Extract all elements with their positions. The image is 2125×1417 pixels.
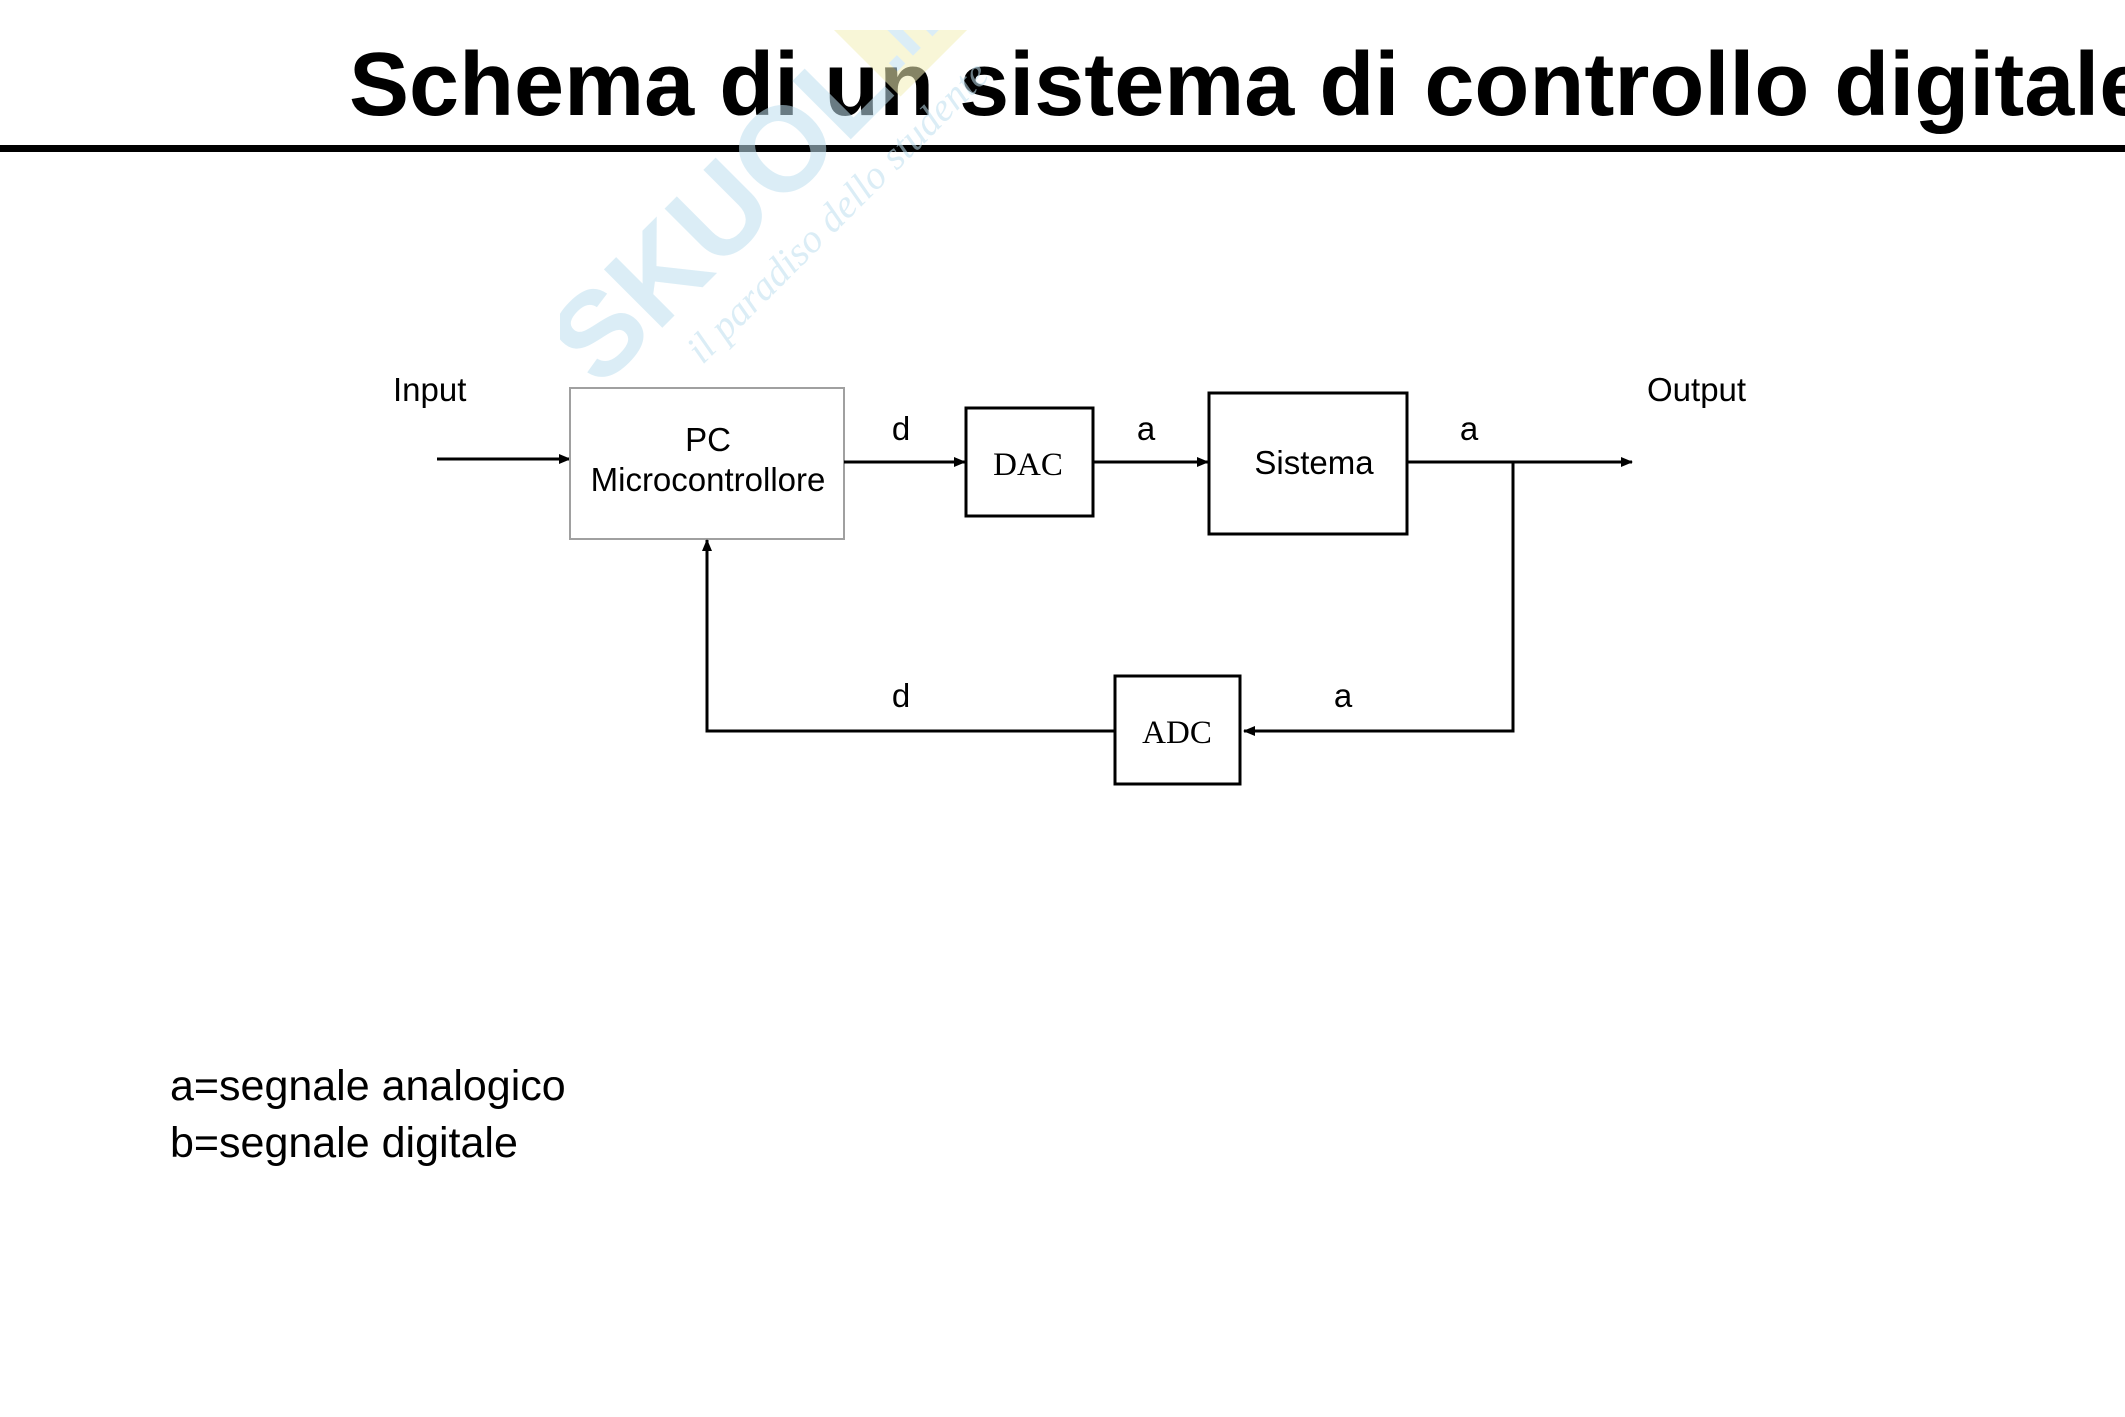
input-label: Input: [393, 371, 466, 408]
legend: a=segnale analogico b=segnale digitale: [170, 1058, 566, 1172]
signal-label-dac-to-system: a: [1137, 410, 1156, 447]
output-label: Output: [1647, 371, 1746, 408]
signal-label-feedback-to-adc: a: [1334, 677, 1353, 714]
dac-block: [964, 406, 1095, 518]
system-block: [1207, 391, 1409, 536]
signal-label-controller-to-dac: d: [892, 410, 910, 447]
signal-label-adc-to-controller: d: [892, 677, 910, 714]
dac-label: DAC: [993, 447, 1063, 483]
controller-block: [569, 387, 845, 540]
page-title: Schema di un sistema di controllo digita…: [349, 35, 2125, 135]
title-divider: [0, 145, 2125, 152]
controller-label-line1: PC: [685, 421, 731, 458]
adc-to-controller-line: [702, 539, 1115, 733]
controller-label-line2: Microcontrollore: [591, 461, 826, 498]
feedback-line: [1243, 462, 1515, 736]
system-label: Sistema: [1254, 444, 1374, 481]
legend-digital: b=segnale digitale: [170, 1119, 518, 1167]
legend-analog: a=segnale analogico: [170, 1062, 566, 1110]
signal-label-system-to-output: a: [1460, 410, 1479, 447]
adc-block: [1113, 674, 1242, 786]
adc-label: ADC: [1142, 715, 1212, 751]
